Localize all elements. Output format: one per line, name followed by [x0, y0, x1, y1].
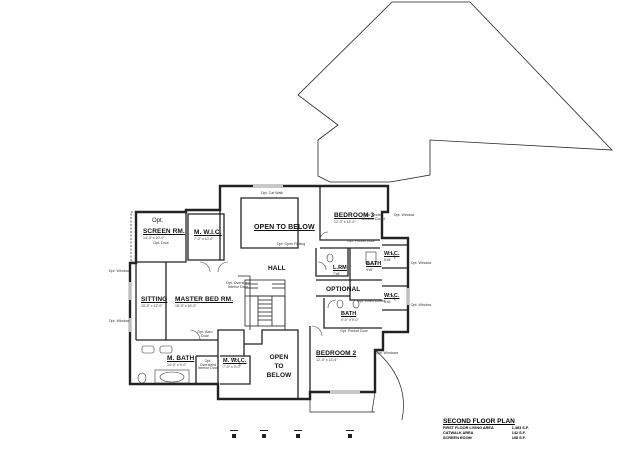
note-opt-window-wic: Opt. Window: [410, 261, 432, 265]
note-opt-pocket-door-bath: Opt. Pocket Door: [340, 329, 368, 333]
plan-title: SECOND FLOOR PLAN: [443, 418, 515, 425]
note-opt-interior-door: Opt. Oversized Interior Door: [226, 281, 250, 289]
porch-outline: [309, 349, 404, 421]
area-row: CATWALK AREA 142 S.F.: [443, 431, 529, 436]
area-table: FIRST FLOOR LIVING AREA 1,383 S.F. CATWA…: [443, 426, 529, 441]
room-master-bed: MASTER BED RM. 15'-0" x 16'-0": [175, 296, 234, 308]
room-name: L.RM: [333, 265, 347, 271]
note-opt-interior-door-low: Opt. Oversized Interior Door: [198, 359, 218, 371]
room-dimensions: 9'x5': [366, 267, 373, 272]
room-name: BATH: [341, 311, 357, 317]
area-label: SCREEN ROOM: [443, 436, 472, 440]
room-name: SITTING: [141, 296, 168, 303]
room-wic-mid: W.I.C. 5'x5': [384, 293, 400, 304]
note-opt-screen: Opt.: [152, 218, 164, 224]
note-opt-window-left1: Opt. Window: [108, 269, 130, 273]
room-dimensions: 7'-0" x 10'-0": [194, 236, 214, 241]
room-optional: OPTIONAL: [326, 286, 361, 293]
room-m-wic-top: M. W.I.C. 7'-0" x 10'-0": [194, 229, 222, 241]
room-dimensions: 15'-0" x 16'-0": [175, 303, 197, 308]
area-value: 108 S.F.: [511, 436, 526, 440]
note-opt-linen-closet: Opt. Linen Closet: [357, 299, 385, 303]
note-opt-pocket-door-top: Opt. Pocket Door: [347, 239, 375, 243]
roof-outline: [297, 1, 613, 183]
window-markers: [129, 185, 409, 393]
room-screen-rm: SCREEN RM. 14'-4" x 10'-0": [143, 228, 185, 240]
room-dimensions: 12'-0" x 13'-0": [334, 219, 356, 224]
room-name: SCREEN RM.: [143, 228, 185, 235]
room-dimensions: 5'x6': [384, 257, 391, 262]
room-name: W.I.C.: [384, 293, 400, 299]
interior-walls: [135, 186, 408, 392]
room-dimensions: 7'x8': [333, 271, 340, 276]
note-opt-window-left2: Opt. Window: [108, 319, 130, 323]
note-opt-door: Opt. Door: [153, 241, 169, 245]
area-value: 142 S.F.: [511, 431, 526, 435]
room-bath-top: BATH 9'x5': [366, 261, 382, 272]
note-opt-open-railing: Opt. Open Railing: [276, 242, 306, 246]
area-row: FIRST FLOOR LIVING AREA 1,383 S.F.: [443, 426, 529, 431]
room-dimensions: 7'-0" x 9'-0": [223, 364, 241, 369]
note-opt-window-bed3: Opt. Window: [393, 213, 415, 217]
room-dimensions: 5'x5': [384, 299, 391, 304]
room-lrm: L.RM 7'x8': [333, 265, 347, 276]
room-m-bath: M. BATH 14'-0" x 9'-0": [167, 355, 195, 367]
room-wic-top: W.I.C. 5'x6': [384, 251, 400, 262]
note-opt-windows: Opt. Windows: [375, 351, 399, 355]
room-name: M. W.I.C.: [194, 229, 222, 236]
room-dimensions: 14'-0" x 9'-0": [167, 362, 187, 367]
room-open-to-below-low: OPEN TO BELOW: [266, 354, 292, 379]
room-dimensions: 10'-0" x 12'-0": [141, 303, 163, 308]
note-opt-under-window-closet: Opt. Under Window Closet: [361, 213, 385, 221]
room-dimensions: 9'-0" x 9'-0": [341, 317, 359, 322]
area-row: SCREEN ROOM 108 S.F.: [443, 436, 529, 441]
room-hall: HALL: [268, 265, 286, 272]
area-label: FIRST FLOOR LIVING AREA: [443, 426, 494, 430]
room-bedroom-3: BEDROOM 3 12'-0" x 13'-0": [334, 212, 375, 224]
room-name: W.I.C.: [384, 251, 400, 257]
bath-fixtures: [137, 251, 377, 384]
room-name: MASTER BED RM.: [175, 296, 234, 303]
room-bath-mid: BATH 9'-0" x 9'-0": [341, 311, 359, 322]
room-name: M. W.I.C.: [223, 358, 247, 364]
title-block: SECOND FLOOR PLAN FIRST FLOOR LIVING ARE…: [443, 418, 529, 441]
room-dimensions: 12'-0" x 13'-6": [316, 357, 338, 362]
staircase: [238, 275, 286, 330]
room-sitting: SITTING 10'-0" x 12'-0": [141, 296, 168, 308]
area-value: 1,383 S.F.: [511, 426, 529, 430]
note-opt-catwalk: Opt. Cat Walk: [260, 191, 284, 195]
room-name: M. BATH: [167, 355, 195, 362]
room-name: BEDROOM 3: [334, 212, 375, 219]
room-m-wic-low: M. W.I.C. 7'-0" x 9'-0": [223, 358, 247, 369]
door-swings: [189, 231, 396, 367]
note-opt-barn-door: Opt. Barn Door: [197, 330, 213, 338]
lower-open-area-walls: [250, 329, 299, 399]
note-opt-window-wic2: Opt. Window: [410, 303, 432, 307]
porch-columns: [230, 430, 354, 438]
area-label: CATWALK AREA: [443, 431, 474, 435]
room-dimensions: 14'-4" x 10'-0": [143, 235, 165, 240]
room-bedroom-2: BEDROOM 2 12'-0" x 13'-6": [316, 350, 357, 362]
room-name: BATH: [366, 261, 382, 267]
room-name: BEDROOM 2: [316, 350, 357, 357]
room-open-to-below-top: OPEN TO BELOW: [254, 224, 315, 231]
